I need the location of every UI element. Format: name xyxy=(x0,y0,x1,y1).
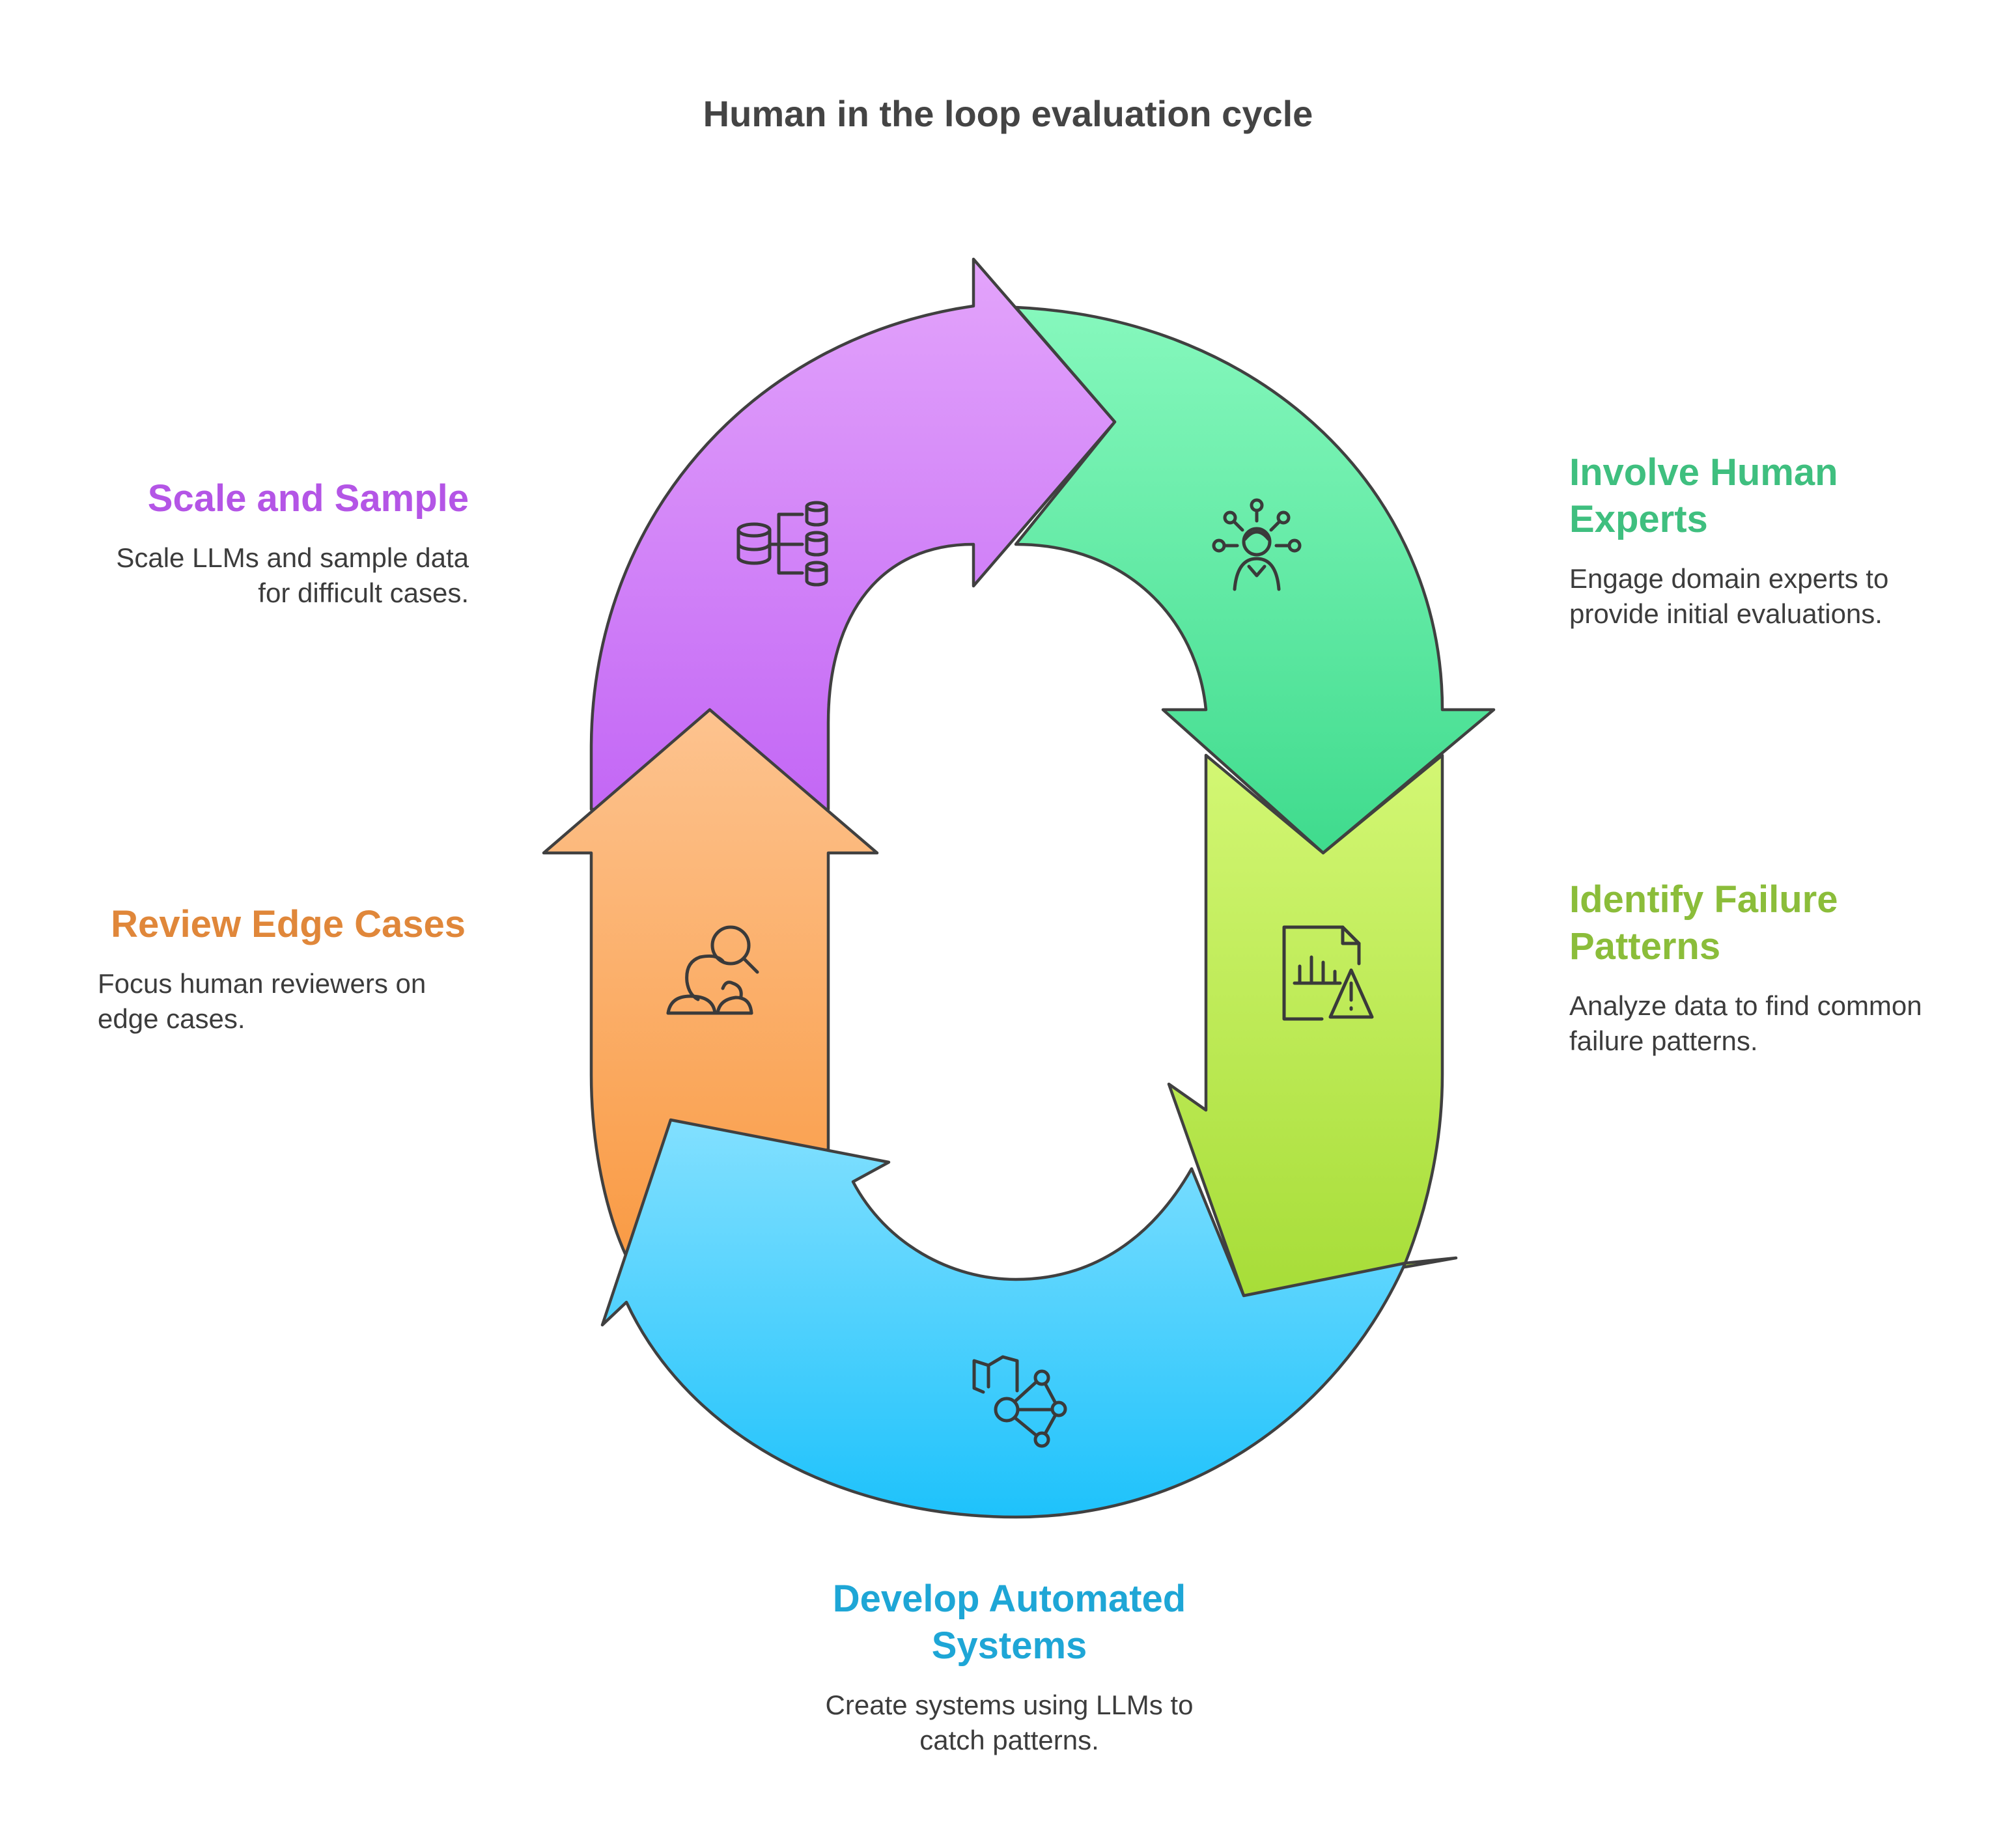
identify-arrow xyxy=(1167,753,1458,1298)
step-description: Engage domain experts to provide initial… xyxy=(1569,563,1889,629)
develop-arrow xyxy=(600,1118,1407,1519)
step-develop-automated-systems: Develop Automated Systems Create systems… xyxy=(801,1576,1218,1758)
scale-arrow xyxy=(589,257,1117,811)
step-description: Scale LLMs and sample data for difficult… xyxy=(116,542,469,608)
step-title: Involve Human Experts xyxy=(1569,451,1838,540)
database-stack-icon xyxy=(736,501,828,587)
expert-network-icon xyxy=(1212,498,1302,591)
step-review-edge-cases: Review Edge Cases Focus human reviewers … xyxy=(98,901,466,1037)
step-title: Identify Failure Patterns xyxy=(1569,878,1838,968)
review-arrow xyxy=(542,708,879,1259)
involve-arrow xyxy=(1014,305,1496,855)
step-involve-human-experts: Involve Human Experts Engage domain expe… xyxy=(1569,449,1953,632)
step-identify-failure-patterns: Identify Failure Patterns Analyze data t… xyxy=(1569,876,1953,1059)
step-scale-and-sample: Scale and Sample Scale LLMs and sample d… xyxy=(78,475,469,611)
people-search-icon xyxy=(666,925,759,1015)
step-description: Create systems using LLMs to catch patte… xyxy=(825,1690,1194,1755)
step-description: Analyze data to find common failure patt… xyxy=(1569,990,1922,1056)
step-description: Focus human reviewers on edge cases. xyxy=(98,968,427,1034)
step-title: Develop Automated Systems xyxy=(832,1578,1186,1667)
step-title: Review Edge Cases xyxy=(111,903,466,945)
diagram-title: Human in the loop evaluation cycle xyxy=(703,93,1313,134)
book-network-icon xyxy=(972,1355,1067,1448)
report-warning-icon xyxy=(1282,925,1374,1021)
step-title: Scale and Sample xyxy=(147,477,469,520)
